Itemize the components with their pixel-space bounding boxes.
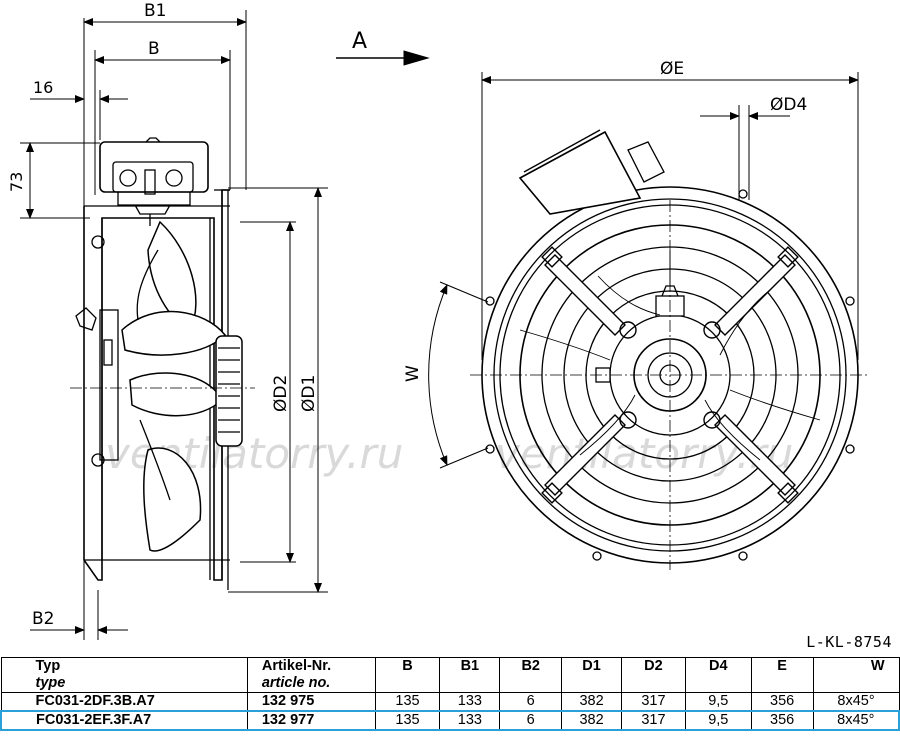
- header-b1: B1: [439, 657, 501, 693]
- cell-d1: 382: [561, 692, 623, 712]
- cell-d1: 382: [561, 710, 623, 731]
- label-d1: ØD1: [299, 375, 319, 412]
- cell-e: 356: [750, 692, 814, 712]
- cell-w: 8x45°: [812, 692, 900, 712]
- label-view-a: A: [352, 29, 367, 54]
- cell-b: 135: [374, 710, 441, 731]
- header-w: W: [812, 657, 900, 693]
- label-b2: B2: [32, 609, 54, 629]
- label-e: ØE: [660, 59, 684, 79]
- cell-b2: 6: [499, 710, 563, 731]
- drawing-code: L-KL-8754: [806, 633, 892, 651]
- cell-d2: 317: [621, 692, 686, 712]
- cell-b1: 133: [439, 710, 501, 731]
- table-row-selected[interactable]: FC031-2EF.3F.A7 132 977 135 133 6 382 31…: [0, 710, 900, 731]
- side-view: [20, 10, 328, 640]
- spec-table: Typ type Artikel-Nr. article no. B B1 B2…: [0, 657, 900, 731]
- label-d2: ØD2: [271, 375, 291, 412]
- header-d4: D4: [684, 657, 752, 693]
- header-d1: D1: [561, 657, 623, 693]
- cell-e: 356: [750, 710, 814, 731]
- cell-artikel: 132 975: [246, 692, 376, 712]
- cell-b: 135: [374, 692, 441, 712]
- table-row: FC031-2DF.3B.A7 132 975 135 133 6 382 31…: [0, 692, 900, 712]
- cell-artikel: 132 977: [246, 710, 376, 731]
- front-view: [428, 72, 870, 570]
- cell-b1: 133: [439, 692, 501, 712]
- label-w: W: [403, 365, 423, 382]
- header-typ-de: Typ: [35, 658, 61, 674]
- cell-b2: 6: [499, 692, 563, 712]
- label-d4: ØD4: [770, 95, 807, 115]
- technical-drawing: ventilatorry.ru ventilatorry.ru: [7, 1, 870, 640]
- cell-d4: 9,5: [684, 692, 752, 712]
- header-artikel: Artikel-Nr. article no.: [246, 657, 376, 693]
- label-73: 73: [7, 172, 26, 192]
- cell-w: 8x45°: [812, 710, 900, 731]
- header-b2: B2: [499, 657, 563, 693]
- label-b: B: [148, 39, 160, 59]
- header-typ: Typ type: [0, 657, 248, 693]
- label-16: 16: [33, 78, 53, 97]
- header-typ-en: type: [35, 675, 66, 691]
- header-b: B: [374, 657, 441, 693]
- cell-typ: FC031-2EF.3F.A7: [0, 710, 248, 731]
- table-header-row: Typ type Artikel-Nr. article no. B B1 B2…: [0, 657, 900, 693]
- header-artikel-en: article no.: [261, 675, 331, 691]
- cell-d2: 317: [621, 710, 686, 731]
- view-a-arrow: [336, 50, 430, 66]
- label-b1: B1: [144, 1, 166, 21]
- header-e: E: [750, 657, 814, 693]
- cell-d4: 9,5: [684, 710, 752, 731]
- cell-typ: FC031-2DF.3B.A7: [0, 692, 248, 712]
- header-artikel-de: Artikel-Nr.: [261, 658, 332, 674]
- header-d2: D2: [621, 657, 686, 693]
